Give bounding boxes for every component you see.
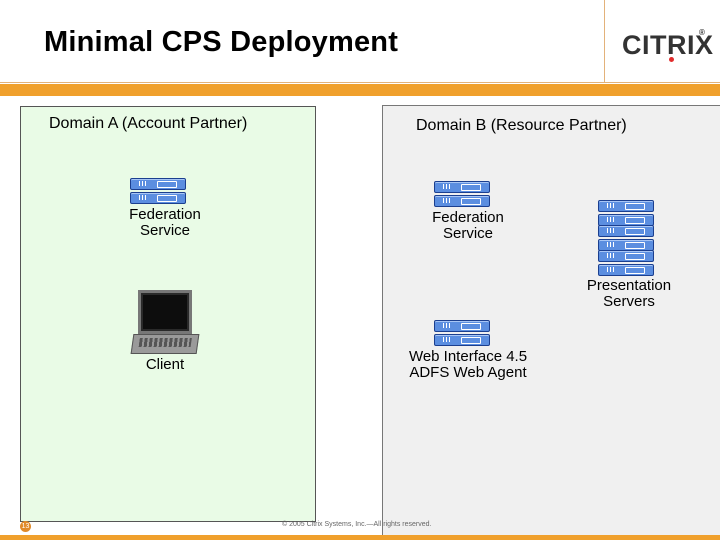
client-label: Client <box>145 356 185 373</box>
federation-server-a-icon <box>130 178 186 206</box>
page-number-badge: 13 <box>20 521 31 532</box>
web-interface-label: Web Interface 4.5 ADFS Web Agent <box>408 348 528 381</box>
domain-b-box: Domain B (Resource Partner) <box>382 105 720 539</box>
presentation-server-group-2-icon <box>598 225 654 253</box>
presentation-server-group-1-icon <box>598 200 654 228</box>
laptop-icon <box>130 290 200 356</box>
domain-a-label: Domain A (Account Partner) <box>49 115 248 132</box>
slide-title: Minimal CPS Deployment <box>44 26 399 58</box>
domain-b-label: Domain B (Resource Partner) <box>416 117 627 134</box>
presentation-server-group-3-icon <box>598 250 654 278</box>
header-divider-vertical <box>604 0 605 82</box>
logo-registered-mark: ® <box>699 28 706 37</box>
federation-server-b-icon <box>434 181 490 209</box>
federation-service-a-label: Federation Service <box>129 206 201 239</box>
header-divider-horizontal <box>0 82 720 83</box>
logo-dot <box>669 57 674 62</box>
federation-service-b-label: Federation Service <box>432 209 504 242</box>
web-interface-server-icon <box>434 320 490 348</box>
bottom-accent-bar <box>0 535 720 540</box>
presentation-servers-label: Presentation Servers <box>586 277 672 310</box>
citrix-logo: CITRIX ® <box>622 28 714 62</box>
logo-text: CITRIX <box>622 30 714 60</box>
copyright-notice: © 2005 Citrix Systems, Inc.—All rights r… <box>282 521 432 528</box>
top-accent-bar <box>0 84 720 96</box>
